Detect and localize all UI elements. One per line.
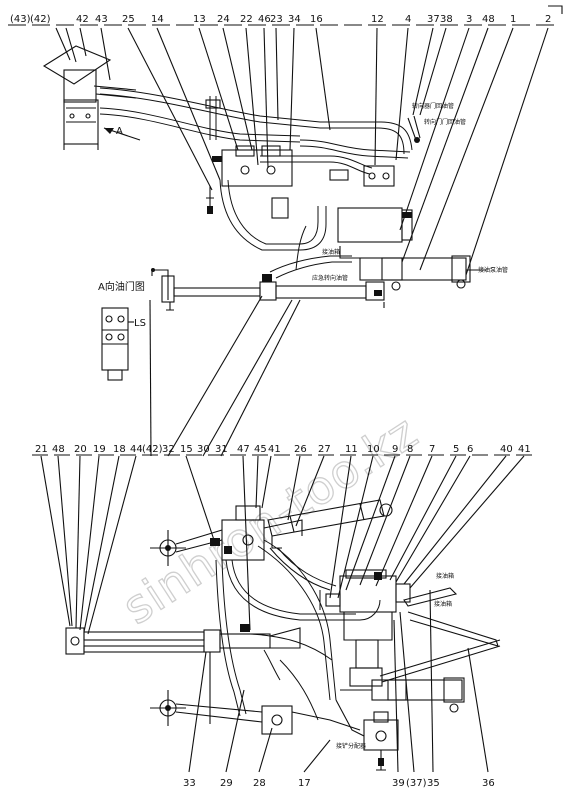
callout-top-38: 38 <box>440 14 453 25</box>
callout-bot-35: 35 <box>427 778 440 789</box>
callout-bot-37p: (37) <box>406 778 427 789</box>
callout-mid-30: 30 <box>197 444 210 455</box>
lower-long-arm <box>150 690 361 735</box>
callout-top-12: 12 <box>371 14 384 25</box>
callout-mid-42p: (42) <box>142 444 163 455</box>
bottom-leader-lines <box>188 589 489 773</box>
callout-top-42: 42 <box>76 14 89 25</box>
top-leader-lines <box>55 27 549 276</box>
annotation-7: 接油箱 <box>434 600 452 608</box>
steering-cylinder-lower <box>340 677 465 713</box>
middle-callout-numbers: 21 48 20 19 18 44 (42) 32 15 30 31 47 45… <box>35 444 531 455</box>
callout-top-43p: (43) <box>10 14 31 25</box>
callout-mid-41a: 41 <box>268 444 281 455</box>
callout-mid-41b: 41 <box>518 444 531 455</box>
callout-mid-18: 18 <box>113 444 126 455</box>
callout-mid-6: 6 <box>467 444 473 455</box>
callout-top-14: 14 <box>151 14 164 25</box>
callout-top-3: 3 <box>466 14 472 25</box>
view-a-ls: LS <box>134 318 146 329</box>
priority-valve-block <box>329 115 421 187</box>
callout-bot-28: 28 <box>253 778 266 789</box>
view-a-arrow-label: A <box>116 126 123 137</box>
callout-top-34: 34 <box>288 14 301 25</box>
callout-mid-32: 32 <box>162 444 175 455</box>
annotation-2: 转向门门回油管 <box>424 118 466 126</box>
callout-top-42p: (42) <box>30 14 51 25</box>
callout-mid-20: 20 <box>74 444 87 455</box>
callout-bot-36: 36 <box>482 778 495 789</box>
frame-corner <box>548 5 563 14</box>
callout-mid-48: 48 <box>52 444 65 455</box>
view-a-detail: A向油门图 LS <box>98 280 146 381</box>
callout-top-37: 37 <box>427 14 440 25</box>
callout-mid-10: 10 <box>367 444 380 455</box>
top-callout-numbers: (43) (42) 42 43 25 14 13 24 22 46 23 34 … <box>10 14 551 25</box>
middle-leader-lines <box>40 295 525 635</box>
right-diagonal-bars <box>379 587 501 683</box>
callout-mid-26: 26 <box>294 444 307 455</box>
callout-top-24: 24 <box>217 14 230 25</box>
steering-cylinder-top <box>359 255 486 291</box>
bottom-callout-numbers: 33 29 28 17 39 (37) 35 36 <box>183 778 495 789</box>
callout-top-16: 16 <box>310 14 323 25</box>
view-a-arrow: A <box>103 126 141 141</box>
oil-tank <box>337 207 413 259</box>
callout-bot-17: 17 <box>298 778 311 789</box>
callout-mid-9: 9 <box>392 444 398 455</box>
callout-bot-39: 39 <box>392 778 405 789</box>
callout-top-46: 46 <box>258 14 271 25</box>
top-valve-block <box>206 145 293 219</box>
callout-top-2: 2 <box>545 14 551 25</box>
callout-mid-27: 27 <box>318 444 331 455</box>
callout-mid-8: 8 <box>407 444 413 455</box>
callout-top-43: 43 <box>95 14 108 25</box>
callout-mid-5: 5 <box>453 444 459 455</box>
callout-mid-21: 21 <box>35 444 48 455</box>
annotations: 转向器门回油管 转向门门回油管 接油箱 应急转向油管 接油泵油管 接油箱 接油箱… <box>312 102 508 750</box>
annotation-5: 接油泵油管 <box>478 266 508 274</box>
callout-top-22: 22 <box>240 14 253 25</box>
main-cylinder-top <box>151 268 385 311</box>
callout-top-23: 23 <box>270 14 283 25</box>
annotation-4: 应急转向油管 <box>312 274 348 282</box>
callout-top-25: 25 <box>122 14 135 25</box>
callout-mid-45: 45 <box>254 444 267 455</box>
lower-hose-bundle <box>215 539 381 721</box>
annotation-6: 接油箱 <box>436 572 454 580</box>
callout-top-1: 1 <box>510 14 516 25</box>
annotation-1: 转向器门回油管 <box>412 102 454 110</box>
callout-top-13: 13 <box>193 14 206 25</box>
callout-bot-29: 29 <box>220 778 233 789</box>
lower-tank <box>325 569 411 687</box>
callout-mid-15: 15 <box>180 444 193 455</box>
callout-mid-19: 19 <box>93 444 106 455</box>
callout-mid-44: 44 <box>130 444 143 455</box>
callout-bot-33: 33 <box>183 778 196 789</box>
annotation-3: 接油箱 <box>322 248 340 256</box>
callout-mid-11: 11 <box>345 444 358 455</box>
callout-mid-47: 47 <box>237 444 250 455</box>
annotation-8: 接铲分配器 <box>336 742 366 750</box>
steering-column-top <box>42 45 137 150</box>
callout-top-4: 4 <box>405 14 411 25</box>
boom-cylinder <box>267 499 393 549</box>
top-hose-bundle <box>99 87 413 279</box>
callout-mid-31: 31 <box>215 444 228 455</box>
callout-mid-40: 40 <box>500 444 513 455</box>
bottom-valve-cluster <box>335 699 399 771</box>
callout-top-48: 48 <box>482 14 495 25</box>
callout-mid-7: 7 <box>429 444 435 455</box>
lower-main-beam <box>65 624 301 724</box>
view-a-title: A向油门图 <box>98 280 145 293</box>
